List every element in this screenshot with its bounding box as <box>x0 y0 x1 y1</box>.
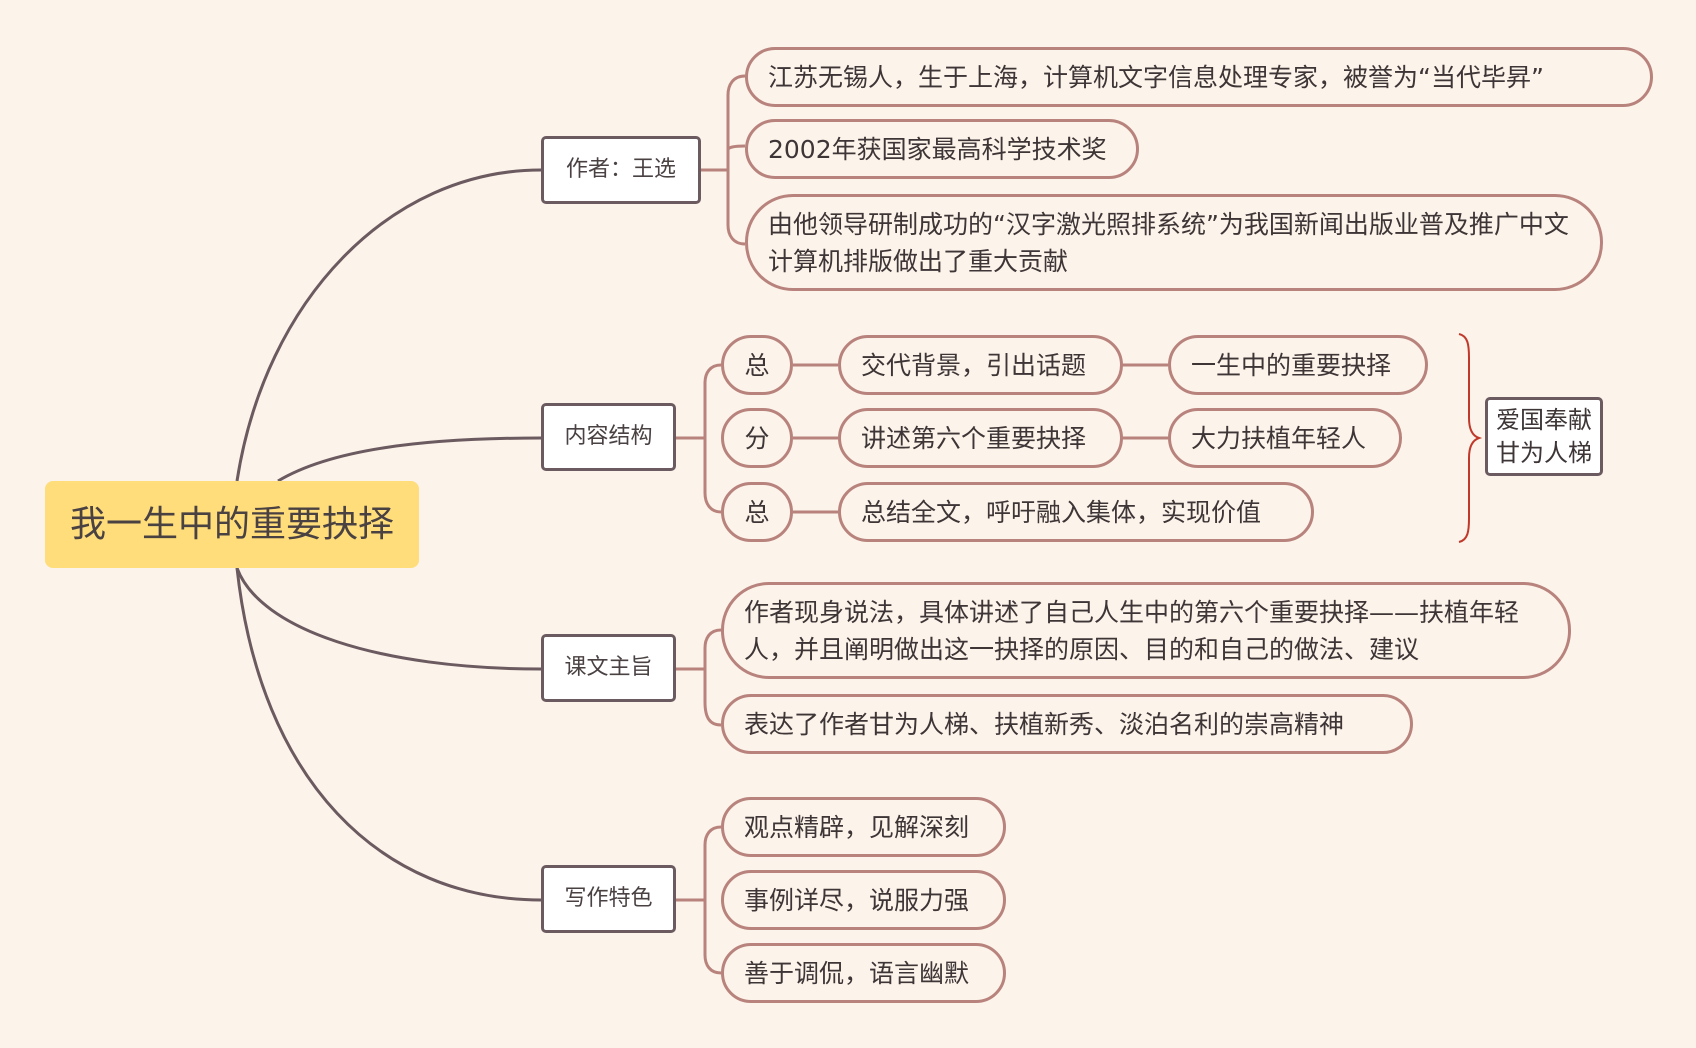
summary-line-1: 爱国奉献 <box>1496 406 1592 434</box>
feature-item-2[interactable]: 事例详尽，说服力强 <box>721 870 1006 930</box>
structure-desc-1[interactable]: 交代背景，引出话题 <box>838 335 1123 395</box>
summary-line-2: 甘为人梯 <box>1496 439 1592 467</box>
link-author-items <box>700 74 746 246</box>
link-structure-parts <box>676 363 722 514</box>
branch-features[interactable]: 写作特色 <box>541 865 676 933</box>
author-item-3[interactable]: 由他领导研制成功的“汉字激光照排系统”为我国新闻出版业普及推广中文计算机排版做出… <box>745 194 1603 291</box>
feature-item-3[interactable]: 善于调侃，语言幽默 <box>721 943 1006 1003</box>
branch-structure[interactable]: 内容结构 <box>541 403 676 471</box>
link-theme-items <box>676 628 722 727</box>
summary-brace <box>1458 333 1483 543</box>
structure-part-2[interactable]: 分 <box>721 408 793 468</box>
branch-author[interactable]: 作者：王选 <box>541 136 701 204</box>
link-root-features <box>235 567 542 902</box>
link-desc-detail <box>1122 363 1168 440</box>
structure-part-1[interactable]: 总 <box>721 335 793 395</box>
feature-item-1[interactable]: 观点精辟，见解深刻 <box>721 797 1006 857</box>
structure-summary[interactable]: 爱国奉献 甘为人梯 <box>1485 397 1603 476</box>
structure-desc-3[interactable]: 总结全文，呼吁融入集体，实现价值 <box>838 482 1314 542</box>
structure-desc-2[interactable]: 讲述第六个重要抉择 <box>838 408 1123 468</box>
link-root-author <box>235 168 542 482</box>
theme-item-1[interactable]: 作者现身说法，具体讲述了自己人生中的第六个重要抉择——扶植年轻人，并且阐明做出这… <box>721 582 1571 679</box>
link-features-items <box>676 825 722 975</box>
structure-detail-2[interactable]: 大力扶植年轻人 <box>1168 408 1402 468</box>
link-root-theme <box>235 567 542 671</box>
theme-item-2[interactable]: 表达了作者甘为人梯、扶植新秀、淡泊名利的崇高精神 <box>721 694 1413 754</box>
author-item-1[interactable]: 江苏无锡人，生于上海，计算机文字信息处理专家，被誉为“当代毕昇” <box>745 47 1653 107</box>
branch-theme[interactable]: 课文主旨 <box>541 634 676 702</box>
structure-detail-1[interactable]: 一生中的重要抉择 <box>1168 335 1428 395</box>
link-part-desc <box>793 363 838 514</box>
author-item-2[interactable]: 2002年获国家最高科学技术奖 <box>745 119 1139 179</box>
link-root-structure <box>277 436 542 483</box>
root-topic[interactable]: 我一生中的重要抉择 <box>45 481 419 568</box>
structure-part-3[interactable]: 总 <box>721 482 793 542</box>
